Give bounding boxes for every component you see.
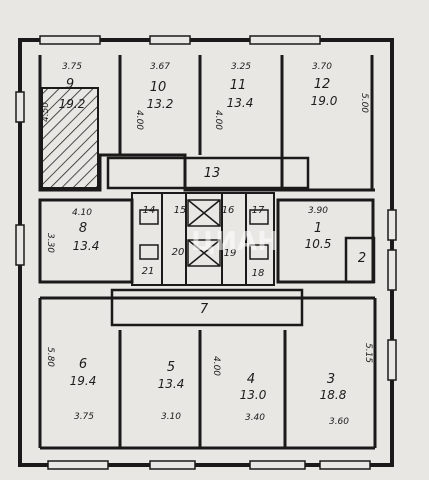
room-9-number: 9 [66, 77, 74, 92]
room-17-number: 17 [252, 205, 265, 216]
room-10-area: 13.2 [147, 97, 174, 111]
room-1-number: 1 [314, 221, 322, 236]
dim-bottom-room6: 3.75 [74, 412, 94, 422]
room-3-number: 3 [327, 372, 335, 387]
dim-room8-side: 3.30 [45, 233, 55, 253]
room-11-number: 11 [230, 78, 247, 93]
room-2-number: 2 [358, 251, 366, 266]
dim-bottom-room3: 3.60 [329, 417, 349, 427]
room-20-number: 20 [172, 247, 185, 258]
room-4-area: 13.0 [240, 388, 267, 402]
room-6-number: 6 [79, 357, 87, 372]
room-18-number: 18 [252, 268, 265, 279]
room-14-number: 14 [143, 205, 156, 216]
hatched-area-room-9 [41, 87, 99, 189]
room-15-number: 15 [174, 205, 187, 216]
room-9-area: 19.2 [59, 97, 86, 111]
dimension-labels: 3.75 3.67 3.25 3.70 4.50 4.00 4.00 5.00 … [41, 62, 373, 427]
room-1-area: 10.5 [305, 237, 332, 251]
room-19-number: 19 [224, 248, 237, 259]
dim-top-room12: 3.70 [312, 62, 332, 72]
dim-top-room9: 3.75 [62, 62, 82, 72]
room-4-number: 4 [247, 372, 255, 387]
room-12-area: 19.0 [311, 94, 338, 108]
dim-room6-side: 5.80 [45, 347, 55, 367]
dim-room8-top: 4.10 [72, 208, 92, 218]
dim-top-room10: 3.67 [150, 62, 170, 72]
dim-room1-top: 3.90 [308, 206, 328, 216]
shaft-marks [139, 199, 269, 267]
room-5-number: 5 [167, 360, 175, 375]
room-8-number: 8 [79, 221, 87, 236]
interior-walls [38, 55, 377, 450]
room-6-area: 19.4 [70, 374, 97, 388]
room-labels: 9 19.2 10 13.2 11 13.4 12 19.0 13 8 13.4… [59, 77, 367, 402]
room-5-area: 13.4 [158, 377, 185, 391]
room-3-area: 18.8 [320, 388, 347, 402]
dim-room12-side: 5.00 [359, 93, 369, 113]
outer-walls [15, 35, 397, 470]
room-13-number: 13 [204, 166, 221, 181]
room-7-number: 7 [200, 302, 209, 317]
room-10-number: 10 [150, 80, 167, 95]
dim-room9-side: 4.50 [41, 102, 51, 122]
dim-room11-side: 4.00 [213, 110, 223, 130]
dim-bottom-room4: 3.40 [245, 413, 265, 423]
dim-room3-side: 5.15 [363, 343, 373, 363]
room-21-number: 21 [142, 266, 155, 277]
watermark-logo: ЦИАН [191, 227, 279, 257]
dim-bottom-room5: 3.10 [161, 412, 181, 422]
dim-top-room11: 3.25 [231, 62, 251, 72]
dim-room10-side: 4.00 [134, 110, 144, 130]
room-12-number: 12 [314, 77, 331, 92]
room-8-area: 13.4 [73, 239, 100, 253]
room-16-number: 16 [222, 205, 235, 216]
room-11-area: 13.4 [227, 96, 254, 110]
dim-room4-side: 4.00 [211, 356, 221, 376]
